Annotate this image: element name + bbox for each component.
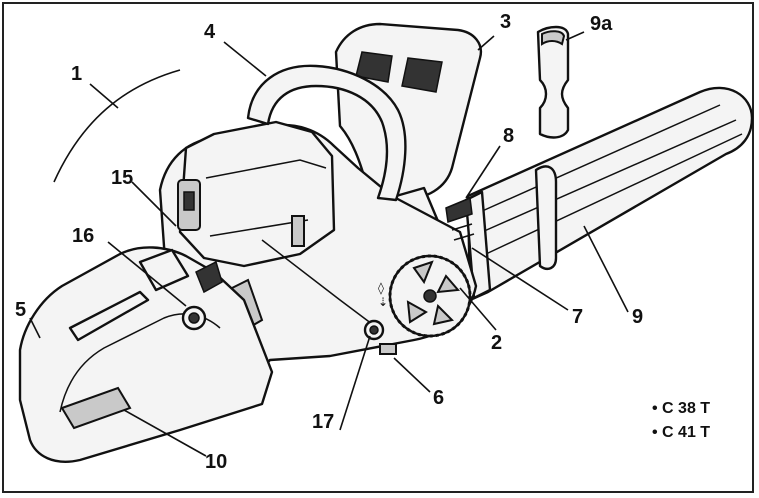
- callout-10: 10: [205, 451, 228, 473]
- model-item-c41t: • C 41 T: [652, 424, 711, 441]
- callout-8: 8: [503, 125, 515, 147]
- chain-tensioner: [445, 196, 475, 241]
- callout-9a: 9a: [590, 13, 613, 35]
- callout-1: 1: [71, 63, 83, 85]
- model-list: • C 38 T • C 41 T: [652, 397, 710, 445]
- controls: ◊ ⇣: [181, 260, 397, 355]
- chain-sprocket: [388, 254, 472, 338]
- callout-2: 2: [491, 332, 503, 354]
- bar-cover: [464, 86, 754, 302]
- callout-6: 6: [433, 387, 445, 409]
- callout-7: 7: [572, 306, 584, 328]
- svg-text:◊: ◊: [378, 281, 384, 295]
- callout-15: 15: [111, 167, 134, 189]
- callout-9: 9: [632, 306, 644, 328]
- front-handle: [246, 64, 407, 202]
- arc-indicator: [53, 69, 181, 183]
- callout-17: 17: [312, 411, 335, 433]
- model-item-c38t: • C 38 T: [652, 400, 711, 417]
- svg-text:⇣: ⇣: [378, 295, 388, 309]
- callout-4: 4: [204, 21, 216, 43]
- callout-5: 5: [15, 299, 27, 321]
- spare-bar-part-9a: [536, 25, 570, 139]
- callout-16: 16: [72, 225, 95, 247]
- callout-3: 3: [500, 11, 512, 33]
- leader-lines: [29, 31, 629, 457]
